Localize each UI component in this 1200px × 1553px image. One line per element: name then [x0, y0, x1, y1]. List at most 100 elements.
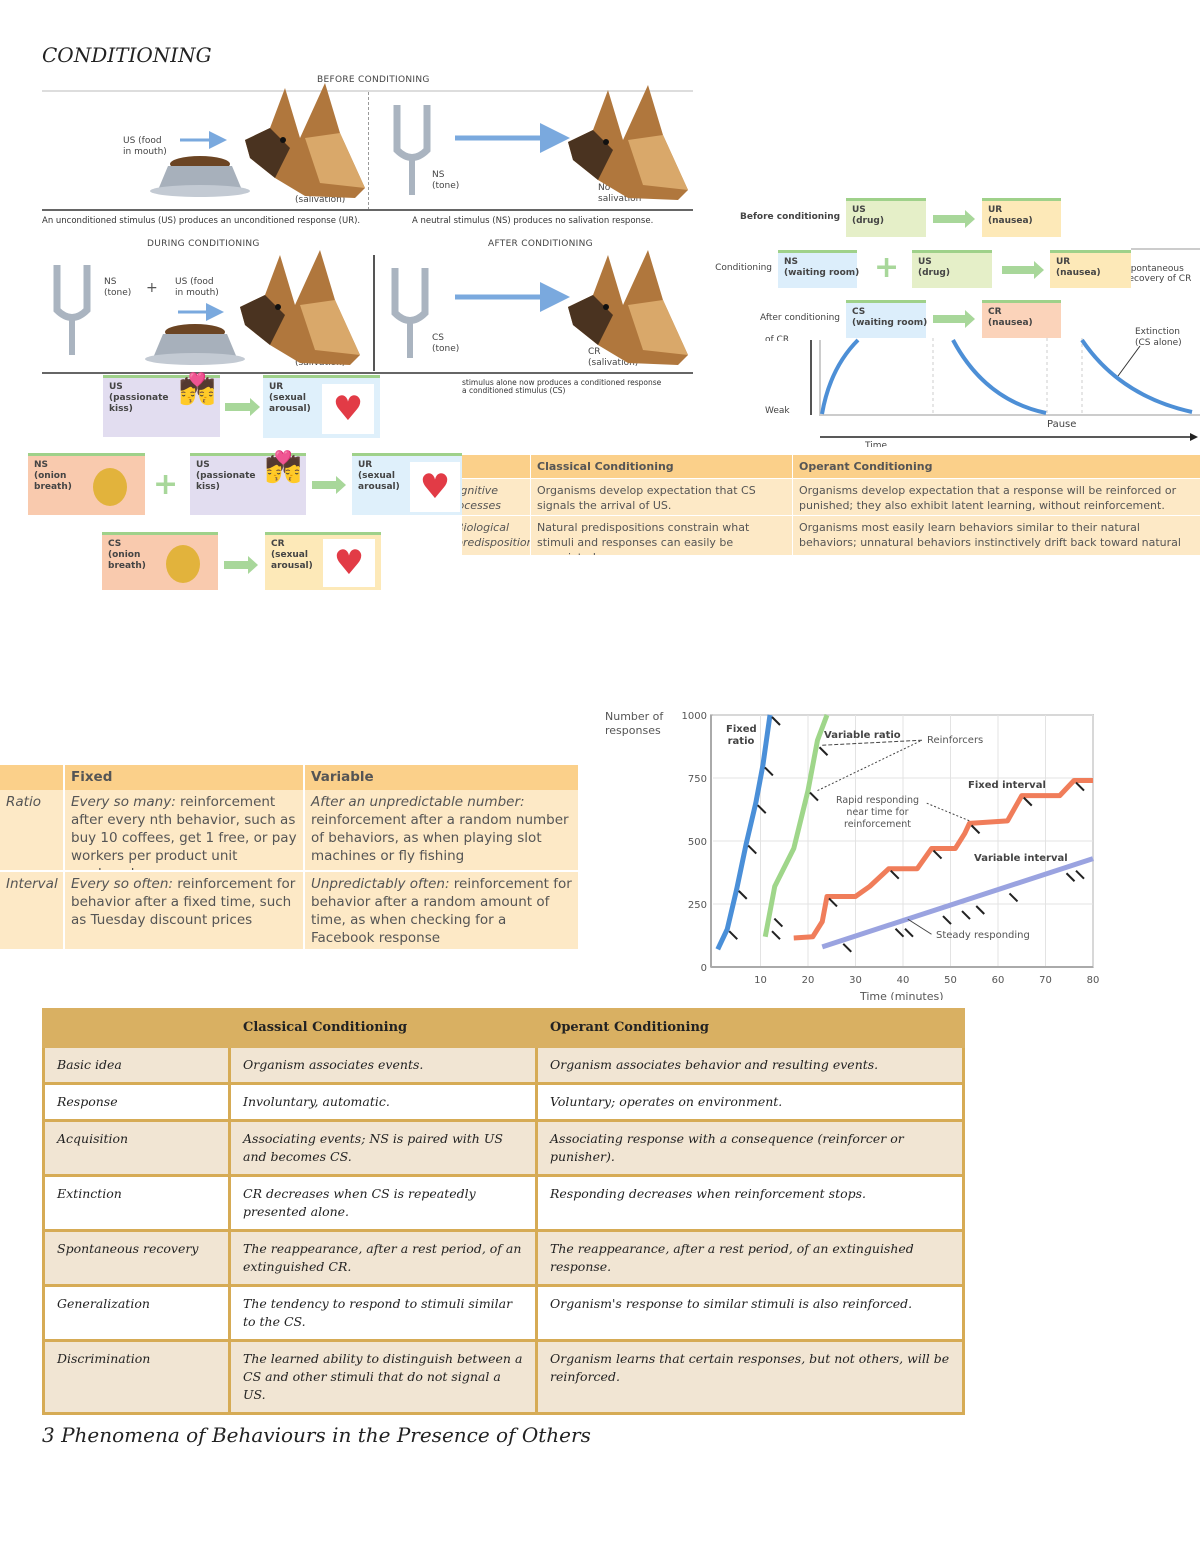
reinforcer-mark — [818, 746, 829, 756]
dog-icon — [568, 85, 688, 200]
annotation: Rapid responding near time for reinforce… — [836, 795, 920, 830]
divider — [42, 209, 693, 211]
caption-after: stimulus alone now produces a conditione… — [462, 378, 662, 395]
y-tick-label: 250 — [688, 900, 707, 911]
series-label: Variable ratio — [824, 730, 901, 741]
cell: Involuntary, automatic. — [228, 1082, 538, 1122]
before-header: BEFORE CONDITIONING — [317, 75, 430, 85]
heart-icon: ♥ — [323, 539, 375, 587]
series-label: Variable interval — [974, 853, 1068, 864]
header-classical: Classical Conditioning — [228, 1008, 538, 1048]
series-line — [715, 714, 773, 951]
annotation: Steady responding — [936, 930, 1030, 941]
row-label-cell: Cognitive processes — [462, 478, 530, 515]
series-line — [793, 778, 1093, 941]
row-label: Ratio — [6, 794, 41, 810]
ur-nausea-box: UR (nausea) — [1050, 250, 1131, 288]
header-operant: Operant Conditioning — [535, 1008, 965, 1048]
ur-arousal-box: UR (sexual arousal)♥ — [263, 375, 380, 438]
us-food-label: US (food in mouth) — [123, 136, 167, 157]
us-kiss-label: US (passionate kiss) — [109, 382, 169, 414]
no-salivation-label: No salivation — [598, 183, 642, 204]
reinforcer-mark — [932, 849, 943, 860]
ur-arousal-label: UR (sexual arousal) — [358, 460, 400, 492]
x-tick-label: 70 — [1039, 975, 1052, 986]
us-food-label: US (food in mouth) — [175, 277, 219, 298]
ns-tone-label: NS (tone) — [104, 277, 132, 298]
x-tick-label: 10 — [754, 975, 767, 986]
cs-onion-label: CS (onion breath) — [108, 539, 146, 571]
header-classical: Classical Conditioning — [530, 455, 792, 478]
cr-salivation-label: CR (salivation) — [588, 347, 639, 368]
weak-label: Weak — [765, 406, 790, 416]
series-label: Fixed ratio — [726, 724, 757, 747]
cell: Organism's response to similar stimuli i… — [535, 1284, 965, 1342]
tuning-fork-icon — [395, 268, 425, 358]
cell: Organisms most easily learn behaviors si… — [792, 515, 1200, 555]
dog-icon — [245, 83, 365, 198]
x-axis-label: Time (minutes) — [860, 990, 944, 1000]
cell: The learned ability to distinguish betwe… — [228, 1339, 538, 1415]
reinforcer-mark — [904, 927, 914, 938]
during-header: DURING CONDITIONING — [147, 239, 260, 249]
reinforcer-mark — [970, 824, 981, 835]
spontaneous-recovery-curve — [1080, 338, 1193, 414]
cell: Organisms develop expectation that a res… — [792, 478, 1200, 515]
divider — [368, 92, 369, 210]
reinforcer-mark — [1075, 781, 1085, 792]
arrow-icon — [312, 476, 346, 494]
section-heading: 3 Phenomena of Behaviours in the Presenc… — [42, 1423, 591, 1447]
x-tick-label: 40 — [897, 975, 910, 986]
cell: Voluntary; operates on environment. — [535, 1082, 965, 1122]
annotation-pointer — [926, 802, 970, 822]
us-drug-box: US (drug) — [912, 250, 992, 288]
us-kiss-box: US (passionate kiss)💏 — [103, 375, 220, 437]
heart-icon: ♥ — [322, 384, 374, 434]
annotation-pointer — [817, 739, 923, 792]
reinforcer-mark — [842, 943, 852, 953]
kiss-icon: 💏 — [264, 450, 302, 485]
header-variable: Variable — [303, 765, 578, 790]
arrow-icon — [224, 556, 258, 574]
reinforcer-mark — [1008, 892, 1019, 903]
header-cell — [42, 1008, 231, 1048]
cell: Associating response with a consequence … — [535, 1119, 965, 1177]
caption-right: A neutral stimulus (NS) produces no sali… — [412, 216, 654, 226]
reinforcer-mark — [738, 890, 748, 900]
header-fixed: Fixed — [63, 765, 303, 790]
x-tick-label: 60 — [992, 975, 1005, 986]
cell: Organism associates events. — [228, 1045, 538, 1085]
cell-text: reinforcement for behavior after a fixed… — [71, 876, 296, 928]
row-label: Spontaneous recovery — [42, 1229, 231, 1287]
arrow-icon — [933, 310, 975, 328]
reinforcer-mark — [773, 917, 784, 928]
cell: Associating events; NS is paired with US… — [228, 1119, 538, 1177]
onion-icon — [93, 468, 127, 506]
cognitive-biological-table: Classical Conditioning Operant Condition… — [462, 455, 1200, 555]
series-line — [821, 856, 1094, 950]
divider — [1131, 248, 1200, 250]
food-bowl-icon — [150, 156, 250, 197]
row-label: After conditioning — [759, 313, 840, 323]
annotation: Reinforcers — [927, 735, 984, 746]
reinforcer-mark — [809, 791, 819, 802]
cell-lead: Every so often: — [71, 876, 173, 892]
reinforcer-mark — [1023, 796, 1033, 807]
spont-recovery-clip: Spontaneous recovery of CR — [1131, 264, 1200, 290]
y-axis-label: Number of responses — [605, 710, 664, 737]
row-label: Cognitive processes — [462, 484, 502, 512]
us-kiss-label: US (passionate kiss) — [196, 460, 256, 492]
arrow-icon — [1002, 261, 1044, 279]
extinction-graph — [810, 338, 1200, 441]
divider — [42, 90, 693, 92]
spont-recovery-label: Spontaneous recovery of CR — [1131, 264, 1192, 284]
header-operant: Operant Conditioning — [792, 455, 1200, 478]
cell: The reappearance, after a rest period, o… — [535, 1229, 965, 1287]
ns-onion-label: NS (onion breath) — [34, 460, 72, 492]
x-tick-label: 50 — [944, 975, 957, 986]
reinforcer-mark — [757, 804, 767, 814]
ur-nausea-box: UR (nausea) — [982, 198, 1061, 237]
